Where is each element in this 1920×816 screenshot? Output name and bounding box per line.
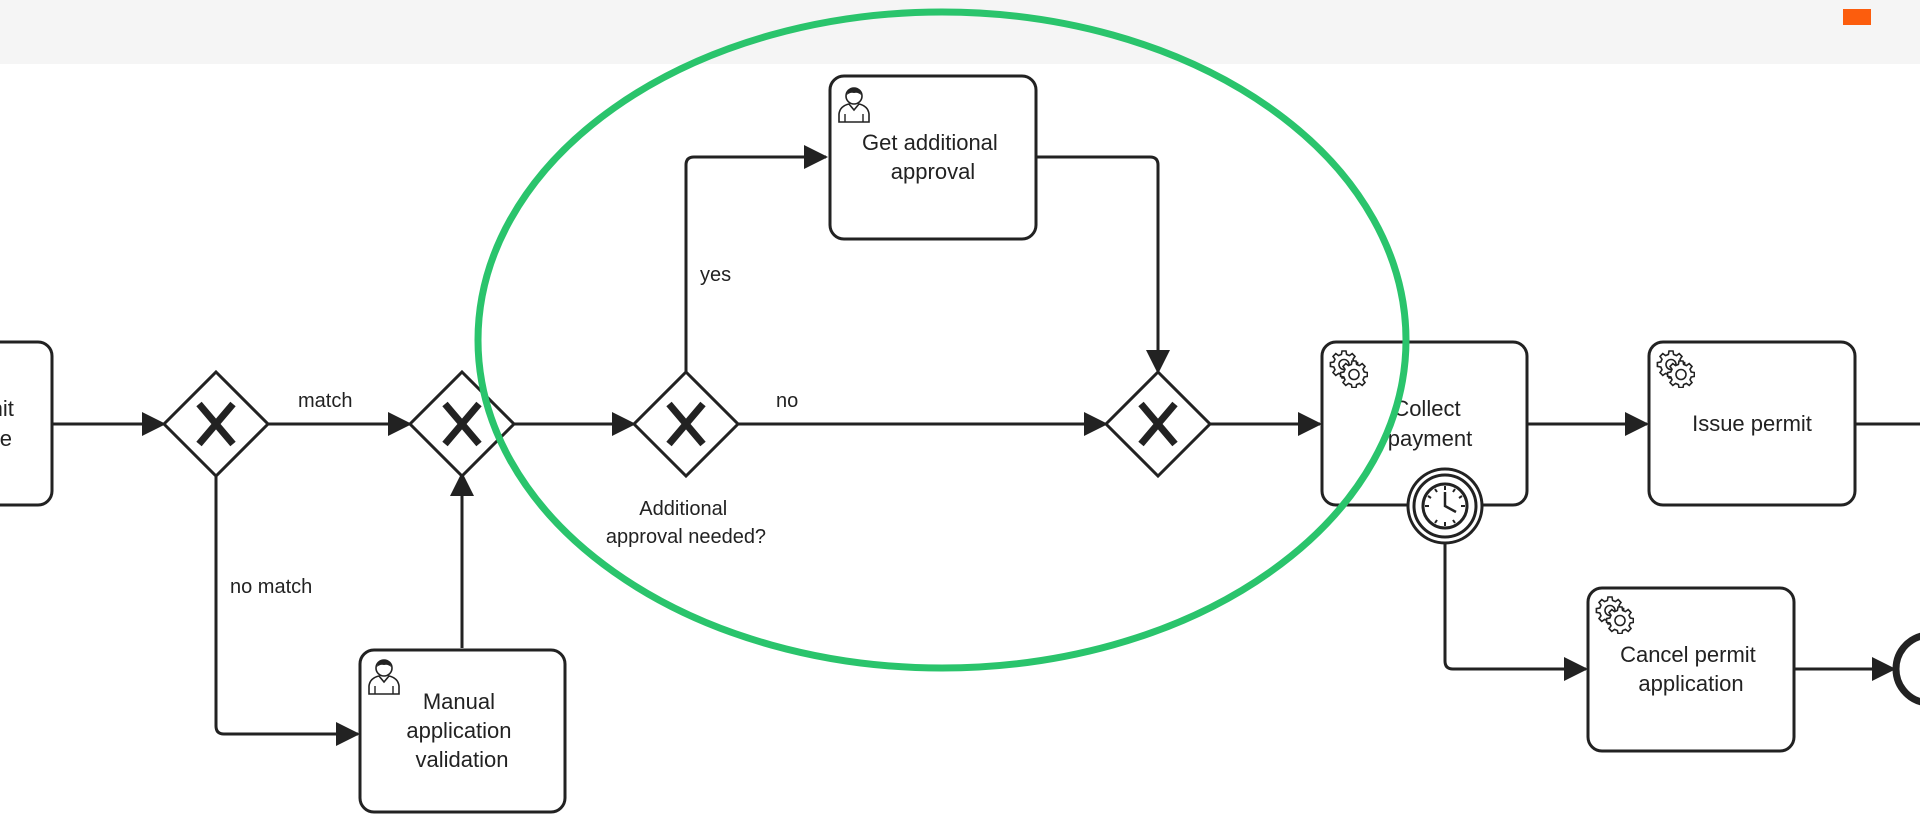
task-label-line: application	[1638, 671, 1743, 696]
task-cancel-permit-application[interactable]: Cancel permit application	[1586, 586, 1796, 753]
task-label-line: approval	[891, 159, 975, 184]
flow-timer-to-cancel[interactable]	[1443, 543, 1588, 681]
svg-text:Get additional approval: Get additional approval	[862, 130, 1004, 184]
task-label-line: Manual	[423, 689, 495, 714]
end-event[interactable]	[1892, 632, 1920, 706]
task-label-line: application	[406, 718, 511, 743]
task-issue-permit[interactable]: Issue permit	[1647, 340, 1857, 507]
flow-label-no: no	[776, 390, 798, 412]
task-label-line: e	[0, 426, 12, 451]
task-label-line: Collect	[1393, 396, 1460, 421]
task-manual-application-validation[interactable]: Manual application validation	[358, 648, 567, 814]
flow-gw1-nomatch-to-manual[interactable]	[214, 476, 360, 746]
flow-label-yes: yes	[700, 264, 731, 286]
task-label-line: Issue permit	[1692, 411, 1812, 436]
task-submit-permit[interactable]: nit e	[0, 340, 54, 507]
svg-text:Issue permit: Issue permit	[1692, 411, 1812, 436]
gateway-x-icon	[442, 401, 482, 447]
svg-text:Manual application: Manual application validation	[406, 689, 517, 772]
gateway-additional-approval-needed[interactable]	[631, 369, 741, 479]
gateway-merge-validation[interactable]	[407, 369, 517, 479]
gateway-label-additional-approval: Additional approval needed?	[606, 498, 766, 548]
flow-gw3-yes-to-approval[interactable]	[684, 145, 828, 372]
flow-label-no-match: no match	[230, 576, 312, 598]
svg-text:nit e: nit e	[0, 396, 20, 451]
gateway-match-check[interactable]	[161, 369, 271, 479]
gateway-x-icon	[666, 401, 706, 447]
task-label-line: payment	[1388, 426, 1472, 451]
task-label-line: Get additional	[862, 130, 998, 155]
svg-text:Collect payment: Collect payment	[1388, 396, 1472, 451]
task-get-additional-approval[interactable]: Get additional approval	[828, 74, 1038, 241]
task-label-line: nit	[0, 396, 14, 421]
gateway-x-icon	[1138, 401, 1178, 447]
end-event-icon	[1892, 632, 1920, 706]
task-label-line: validation	[416, 747, 509, 772]
timer-boundary-event[interactable]	[1406, 467, 1484, 545]
brand-logo	[1843, 9, 1871, 25]
clock-icon	[1421, 482, 1469, 530]
gateway-merge-approval[interactable]	[1103, 369, 1213, 479]
flow-approval-to-gw4[interactable]	[1036, 155, 1170, 374]
gateway-label-line: approval needed?	[606, 526, 766, 548]
highlight-ellipse	[474, 8, 1410, 672]
sequence-flows	[52, 145, 1920, 746]
flow-label-match: match	[298, 390, 352, 412]
gateway-x-icon	[196, 401, 236, 447]
svg-text:Cancel permit applicatio: Cancel permit application	[1620, 642, 1762, 696]
task-label-line: Cancel permit	[1620, 642, 1756, 667]
gateway-label-line: Additional	[639, 498, 727, 520]
